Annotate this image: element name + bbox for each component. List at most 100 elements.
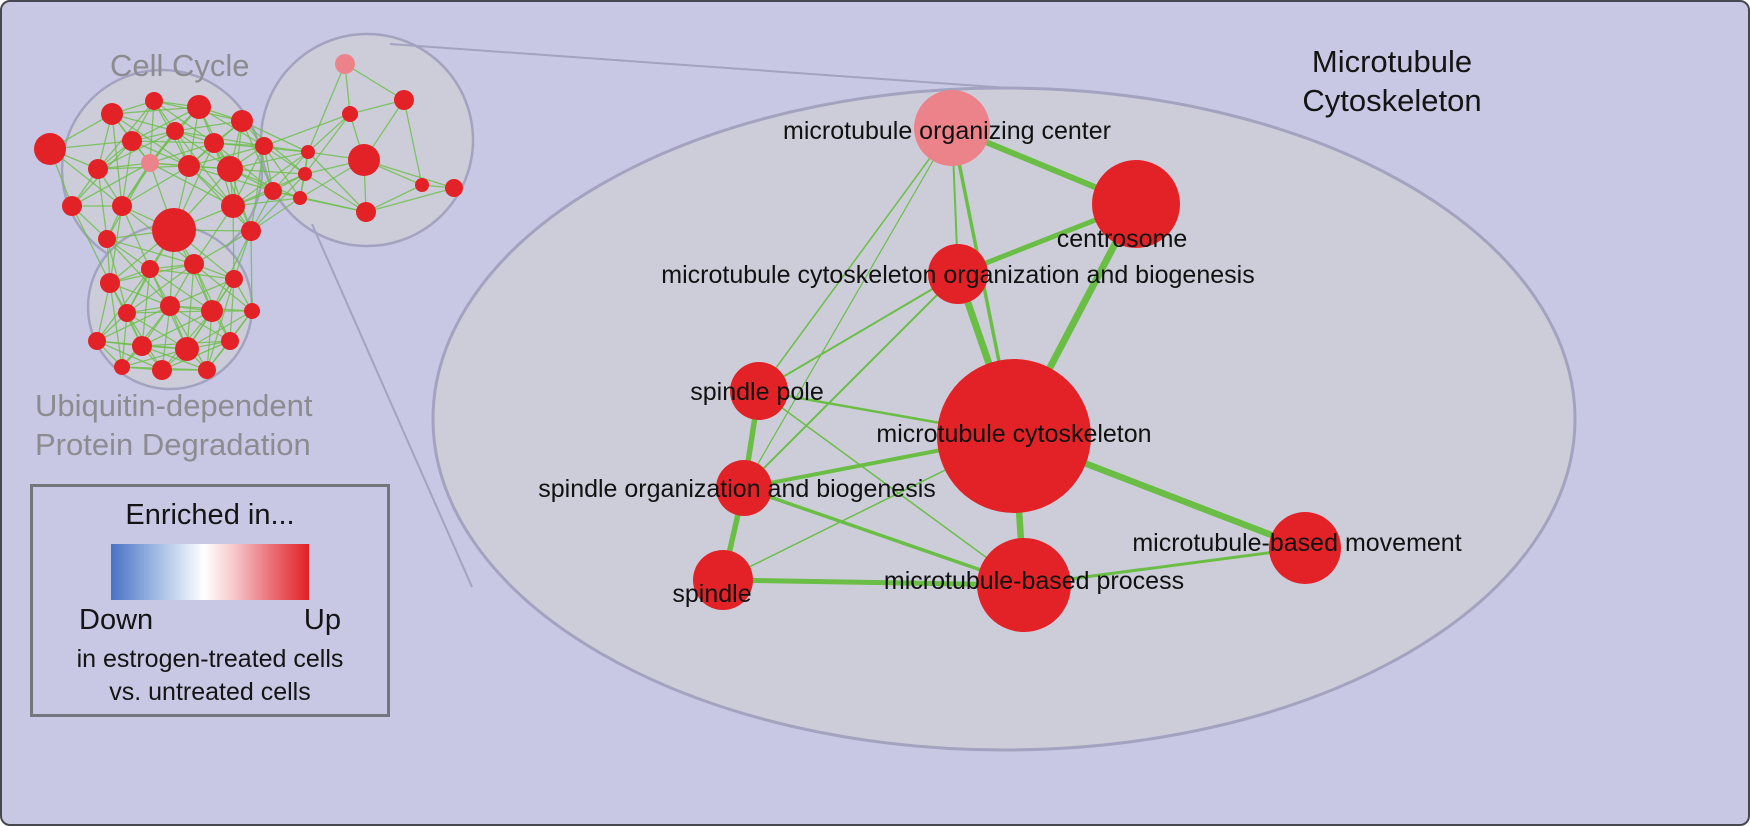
edge-spindle-pole--microtubule-based-process — [758, 390, 1025, 586]
overview-node[interactable] — [178, 155, 200, 177]
overview-node[interactable] — [34, 133, 66, 165]
legend: Enriched in... Down Up in estrogen-treat… — [30, 484, 390, 717]
overview-edge — [193, 230, 252, 265]
overview-node[interactable] — [298, 167, 312, 181]
overview-node[interactable] — [217, 156, 243, 182]
overview-node[interactable] — [221, 194, 245, 218]
overview-node[interactable] — [88, 332, 106, 350]
overview-edge — [141, 310, 213, 347]
overview-edge — [263, 145, 301, 199]
overview-edge — [241, 120, 309, 153]
microtubule-title-line2: Cytoskeleton — [1302, 83, 1482, 118]
overview-edge — [149, 268, 235, 280]
edge-microtubule-cytoskeleton-organization-and-biogenesis--spindle-organization-and-biogenesis — [743, 273, 959, 489]
overview-node[interactable] — [184, 254, 204, 274]
node-label-centrosome: centrosome — [1057, 225, 1188, 253]
overview-node[interactable] — [145, 92, 163, 110]
overview-node[interactable] — [100, 273, 120, 293]
overview-node[interactable] — [301, 145, 315, 159]
node-centrosome[interactable] — [1092, 160, 1180, 248]
overview-edge — [71, 205, 111, 284]
overview-node[interactable] — [141, 154, 159, 172]
overview-edge — [250, 145, 265, 232]
edge-spindle-organization-and-biogenesis--microtubule-based-process — [743, 486, 1025, 587]
node-microtubule-based-movement[interactable] — [1269, 512, 1341, 584]
overview-node[interactable] — [62, 196, 82, 216]
overview-node[interactable] — [141, 260, 159, 278]
overview-node[interactable] — [204, 133, 224, 153]
overview-edge — [149, 162, 234, 207]
overview-node[interactable] — [225, 270, 243, 288]
legend-title: Enriched in... — [125, 499, 295, 531]
overview-edge — [97, 130, 176, 170]
overview-node[interactable] — [160, 296, 180, 316]
zoom-cone-line — [311, 223, 473, 588]
node-microtubule-based-process[interactable] — [977, 538, 1071, 632]
overview-node[interactable] — [114, 359, 130, 375]
cluster-label-cell-cycle: Cell Cycle — [110, 48, 250, 83]
overview-edge — [131, 140, 215, 144]
overview-edge — [250, 230, 253, 312]
overview-edge — [121, 140, 133, 207]
overview-node[interactable] — [132, 336, 152, 356]
overview-edge — [174, 130, 234, 207]
overview-node[interactable] — [356, 202, 376, 222]
overview-node[interactable] — [244, 303, 260, 319]
overview-edge — [141, 345, 208, 371]
overview-node[interactable] — [198, 361, 216, 379]
overview-node[interactable] — [166, 122, 184, 140]
overview-node[interactable] — [335, 54, 355, 74]
edge-microtubule-organizing-center--spindle-pole — [758, 127, 953, 392]
overview-node[interactable] — [112, 196, 132, 216]
node-label-spindle: spindle — [672, 580, 751, 608]
overview-node[interactable] — [394, 90, 414, 110]
edge-microtubule-cytoskeleton-organization-and-biogenesis--spindle-pole — [758, 273, 959, 392]
node-spindle[interactable] — [693, 550, 753, 610]
overview-edge — [121, 205, 151, 270]
edge-microtubule-organizing-center--spindle-organization-and-biogenesis — [743, 127, 953, 489]
node-microtubule-cytoskeleton[interactable] — [937, 359, 1091, 513]
overview-node[interactable] — [152, 208, 196, 252]
node-microtubule-organizing-center[interactable] — [914, 90, 990, 166]
overview-node[interactable] — [221, 332, 239, 350]
overview-edge — [188, 165, 252, 232]
overview-node[interactable] — [241, 221, 261, 241]
node-label-microtubule-based-movement: microtubule-based movement — [1132, 529, 1461, 557]
edge-microtubule-based-process--microtubule-based-movement — [1023, 546, 1306, 587]
overview-edge — [96, 305, 171, 342]
overview-edge — [229, 151, 309, 170]
overview-edge — [365, 187, 455, 213]
node-microtubule-cytoskeleton-organization-and-biogenesis[interactable] — [928, 244, 988, 304]
node-label-microtubule-cytoskeleton-organization-and-biogenesis: microtubule cytoskeleton organization an… — [661, 261, 1254, 289]
node-spindle-pole[interactable] — [730, 362, 788, 420]
overview-edge — [96, 340, 163, 371]
overview-node[interactable] — [175, 337, 199, 361]
overview-node[interactable] — [342, 106, 358, 122]
node-label-microtubule-based-process: microtubule-based process — [884, 567, 1184, 595]
overview-node[interactable] — [118, 304, 136, 322]
overview-node[interactable] — [415, 178, 429, 192]
overview-node[interactable] — [231, 110, 253, 132]
overview-node[interactable] — [101, 103, 123, 125]
overview-node[interactable] — [293, 191, 307, 205]
overview-node[interactable] — [98, 230, 116, 248]
overview-edge — [174, 120, 243, 132]
node-spindle-organization-and-biogenesis[interactable] — [716, 460, 772, 516]
overview-edge — [149, 268, 213, 312]
overview-node[interactable] — [201, 300, 223, 322]
overview-node[interactable] — [187, 95, 211, 119]
zoom-cone-line — [389, 43, 1023, 90]
overview-node[interactable] — [88, 159, 108, 179]
overview-edge — [403, 99, 423, 186]
microtubule-title-line1: Microtubule — [1311, 44, 1473, 79]
overview-node[interactable] — [445, 179, 463, 197]
overview-node[interactable] — [152, 360, 172, 380]
overview-edge — [121, 305, 171, 368]
overview-node[interactable] — [348, 144, 380, 176]
overview-edge — [131, 106, 200, 142]
overview-node[interactable] — [122, 131, 142, 151]
overview-edge — [307, 63, 346, 153]
overview-node[interactable] — [264, 182, 282, 200]
overview-node[interactable] — [255, 137, 273, 155]
